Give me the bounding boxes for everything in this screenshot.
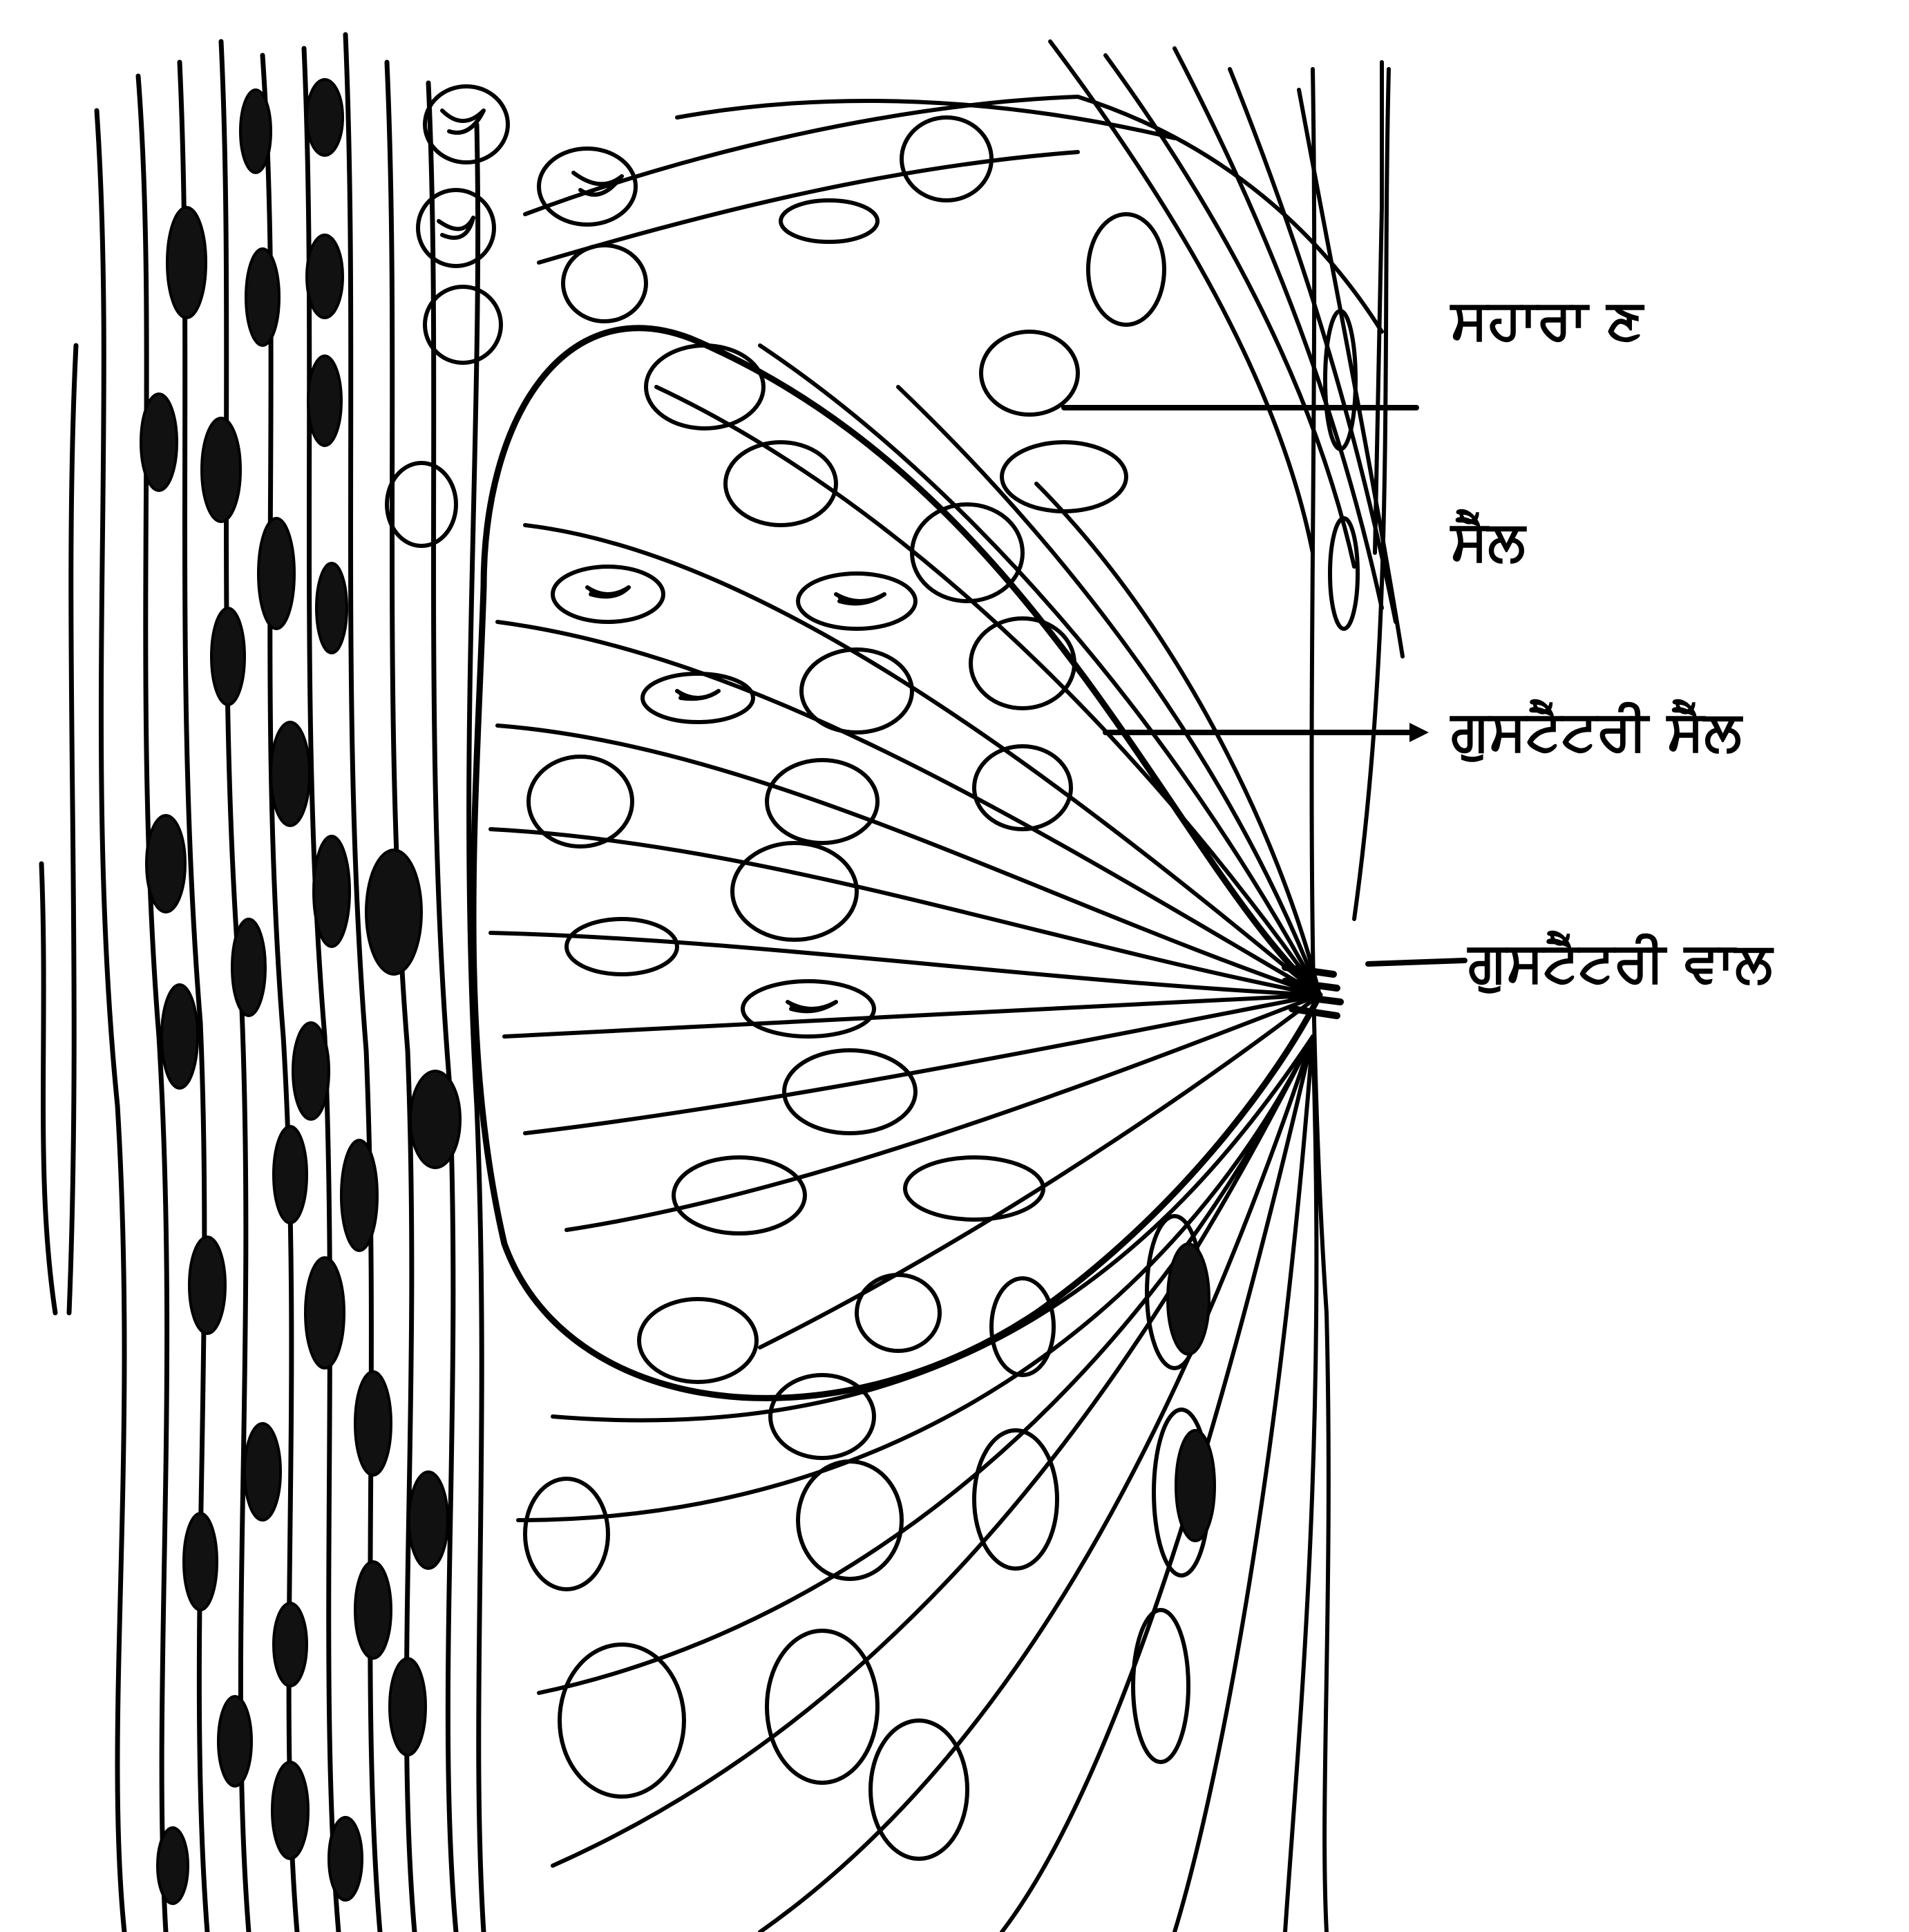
label-supporting-cell-line1: ਸਹਾਰਾ ਣ <box>1450 287 1645 352</box>
leader-gustatory-hair <box>1368 960 1465 964</box>
connective-tissue-nuclei <box>387 86 646 546</box>
taste-bud-nuclei <box>529 332 1078 1233</box>
label-gustatory-cell: ਗੁਸਟੈੱਟਰੀ ਸੈੱਲ <box>1450 699 1743 763</box>
label-supporting-cell-line2: ਸੈੱਲ <box>1450 509 1527 573</box>
converging-fibers <box>491 345 1320 1347</box>
left-epithelium-nuclei <box>141 79 460 1904</box>
upper-streaming-cells <box>525 41 1403 656</box>
arrowhead-gustatory-cell <box>1409 723 1429 742</box>
figure-labels: ਸਹਾਰਾ ਣ ਸੈੱਲ ਗੁਸਟੈੱਟਰੀ ਸੈੱਲ ਗੁਸਟੈੱਟਰੀ ਵਾ… <box>1450 287 1774 994</box>
label-gustatory-hair: ਗੁਸਟੈੱਟਰੀ ਵਾਲ <box>1467 930 1774 994</box>
